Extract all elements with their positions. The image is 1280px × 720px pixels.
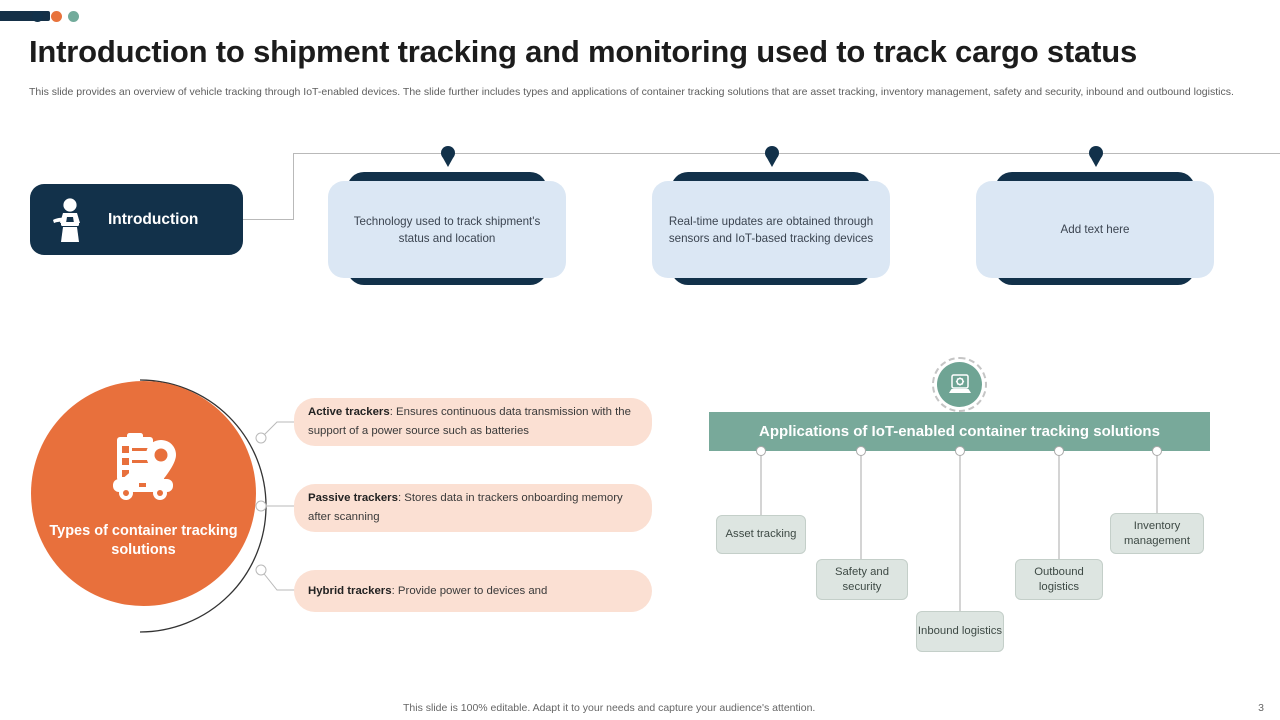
application-box-inbound-logistics[interactable]: Inbound logistics bbox=[916, 611, 1004, 652]
card-text: Technology used to track shipment's stat… bbox=[353, 214, 541, 245]
top-connector-rail-vertical bbox=[293, 153, 294, 219]
tracker-card-active[interactable]: Active trackers: Ensures continuous data… bbox=[294, 398, 652, 446]
introduction-label: Introduction bbox=[108, 210, 199, 228]
map-pin-marker bbox=[765, 146, 779, 168]
map-pin-marker bbox=[441, 146, 455, 168]
top-connector-rail bbox=[293, 153, 1280, 154]
orange-dot bbox=[51, 11, 62, 22]
page-title: Introduction to shipment tracking and mo… bbox=[29, 34, 1137, 69]
tracker-separator: : bbox=[389, 406, 397, 418]
top-card-3[interactable]: Add text here bbox=[976, 172, 1214, 287]
card-body: Technology used to track shipment's stat… bbox=[328, 181, 566, 278]
tracker-card-hybrid[interactable]: Hybrid trackers: Provide power to device… bbox=[294, 570, 652, 612]
card-body: Add text here bbox=[976, 181, 1214, 278]
application-box-safety-and-security[interactable]: Safety and security bbox=[816, 559, 908, 600]
circle-title: Types of container tracking solutions bbox=[49, 522, 238, 558]
tracker-description: Stores data in trackers onboarding memor… bbox=[308, 492, 623, 523]
header-accent-bar bbox=[0, 11, 50, 21]
tracker-text: Passive trackers: Stores data in tracker… bbox=[308, 489, 638, 527]
introduction-badge[interactable]: Introduction bbox=[30, 184, 243, 255]
applications-banner-title: Applications of IoT-enabled container tr… bbox=[759, 423, 1160, 440]
pin-head bbox=[441, 146, 455, 160]
tracker-text: Hybrid trackers: Provide power to device… bbox=[308, 582, 547, 601]
tracker-term: Hybrid trackers bbox=[308, 584, 392, 597]
pin-tail bbox=[767, 158, 777, 167]
footer-page-number: 3 bbox=[1258, 702, 1264, 714]
pin-tail bbox=[1091, 158, 1101, 167]
pin-head bbox=[1089, 146, 1103, 160]
page-subtitle: This slide provides an overview of vehic… bbox=[29, 86, 1234, 98]
map-pin-marker bbox=[1089, 146, 1103, 168]
vehicle-tracking-icon bbox=[103, 432, 185, 504]
tracker-description: Ensures continuous data transmission wit… bbox=[308, 406, 631, 437]
tracker-card-passive[interactable]: Passive trackers: Stores data in tracker… bbox=[294, 484, 652, 532]
tracker-connectors bbox=[255, 421, 310, 591]
application-box-asset-tracking[interactable]: Asset tracking bbox=[716, 515, 806, 554]
tracker-separator: : bbox=[391, 584, 398, 597]
speaker-podium-icon bbox=[44, 196, 94, 244]
tracker-description: Provide power to devices and bbox=[397, 584, 548, 597]
intro-connector-stub bbox=[238, 219, 294, 220]
teal-dot bbox=[68, 11, 79, 22]
application-box-outbound-logistics[interactable]: Outbound logistics bbox=[1015, 559, 1103, 600]
card-text: Add text here bbox=[1060, 223, 1130, 236]
types-of-container-tracking-circle: Types of container tracking solutions bbox=[31, 381, 256, 606]
card-body: Real-time updates are obtained through s… bbox=[652, 181, 890, 278]
pin-tail bbox=[443, 158, 453, 167]
card-text: Real-time updates are obtained through s… bbox=[668, 214, 874, 245]
navy-dot bbox=[32, 11, 43, 22]
application-box-inventory-management[interactable]: Inventory management bbox=[1110, 513, 1204, 554]
laptop-gear-icon bbox=[937, 362, 982, 407]
tracker-term: Active trackers bbox=[308, 406, 390, 418]
applications-banner: Applications of IoT-enabled container tr… bbox=[709, 412, 1210, 451]
application-connectors bbox=[756, 446, 1162, 613]
footer-note: This slide is 100% editable. Adapt it to… bbox=[403, 702, 816, 714]
tracker-text: Active trackers: Ensures continuous data… bbox=[308, 403, 638, 441]
top-card-1[interactable]: Technology used to track shipment's stat… bbox=[328, 172, 566, 287]
tracker-separator: : bbox=[397, 492, 405, 504]
top-card-2[interactable]: Real-time updates are obtained through s… bbox=[652, 172, 890, 287]
pin-head bbox=[765, 146, 779, 160]
tracker-term: Passive trackers bbox=[308, 492, 398, 504]
